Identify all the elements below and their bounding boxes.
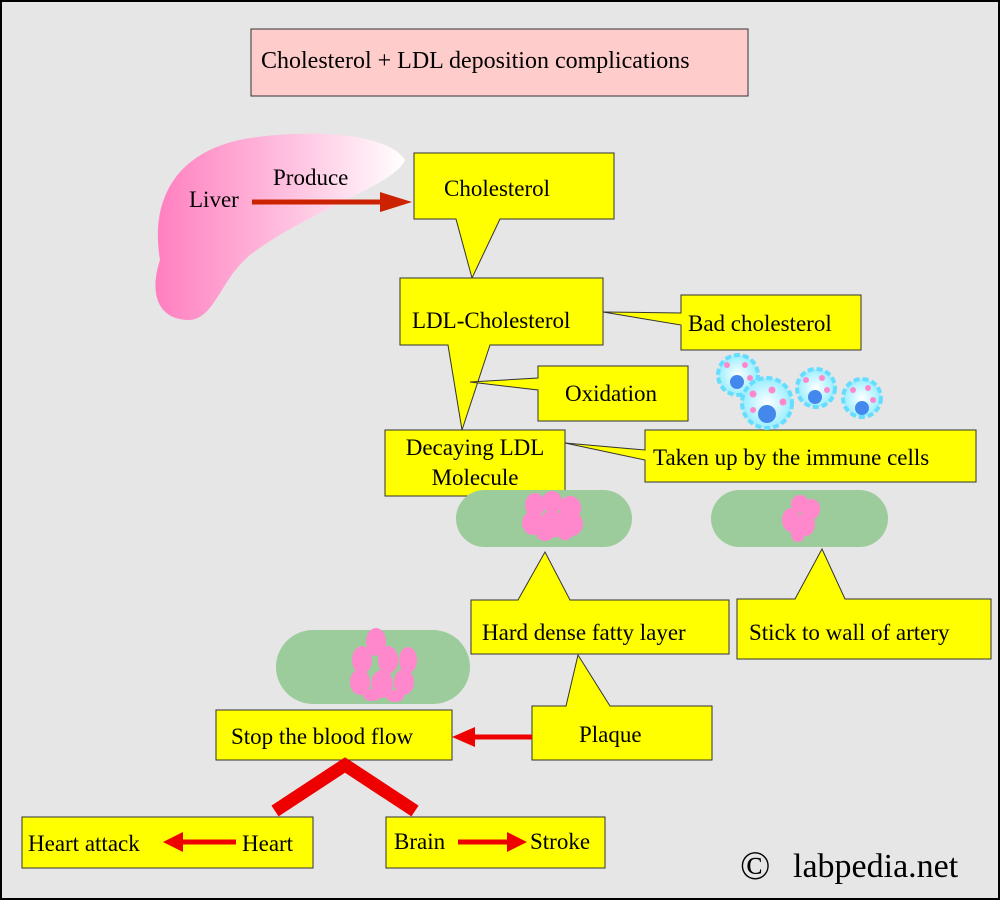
ldl-cholesterol-label: LDL-Cholesterol (412, 308, 571, 333)
plaque-blob-right (782, 495, 820, 542)
bad-cholesterol-label: Bad cholesterol (688, 311, 832, 336)
cholesterol-callout (413, 152, 615, 280)
plaque-blob-blocked (350, 628, 417, 702)
heart-arrow-head (163, 832, 183, 852)
immune-cells-icon (716, 353, 883, 430)
brain-label: Brain (394, 829, 446, 854)
stop-blood-flow-label: Stop the blood flow (231, 724, 414, 749)
decaying-ldl-box (384, 429, 566, 497)
watermark-text: labpedia.net (793, 848, 959, 885)
plaque-label: Plaque (579, 722, 642, 747)
stick-callout (736, 547, 992, 660)
produce-label: Produce (273, 165, 349, 190)
plaque-callout (531, 653, 713, 761)
plaque-to-stop-arrow-head (452, 727, 475, 747)
copyright-icon: © (740, 843, 771, 888)
liver-label: Liver (189, 187, 239, 212)
brain-arrow-head (507, 832, 527, 852)
stick-to-wall-label: Stick to wall of artery (749, 620, 950, 645)
artery-blocked (276, 630, 470, 704)
ldl-callout (399, 277, 604, 431)
liver-shape (155, 133, 405, 320)
taken-up-callout (564, 429, 977, 483)
heart-label: Heart (242, 831, 294, 856)
decaying-ldl-label-line2: Molecule (431, 465, 519, 490)
stop-blood-flow-box (215, 709, 453, 761)
heart-attack-label: Heart attack (28, 831, 140, 856)
stroke-label: Stroke (530, 829, 591, 854)
cholesterol-label: Cholesterol (444, 176, 551, 201)
taken-up-label: Taken up by the immune cells (653, 445, 930, 470)
plaque-blob-middle (522, 491, 583, 541)
decaying-ldl-label-line1: Decaying LDL (405, 435, 545, 460)
hard-layer-callout (470, 550, 730, 655)
title-box (250, 28, 749, 97)
branch-lines (271, 757, 419, 817)
page-title: Cholesterol + LDL deposition complicatio… (261, 48, 690, 74)
produce-arrow-head (380, 192, 412, 212)
heart-box (21, 816, 314, 869)
hard-layer-label: Hard dense fatty layer (482, 620, 686, 645)
bad-cholesterol-callout (602, 294, 862, 351)
oxidation-label: Oxidation (565, 381, 657, 406)
oxidation-callout (469, 365, 689, 422)
